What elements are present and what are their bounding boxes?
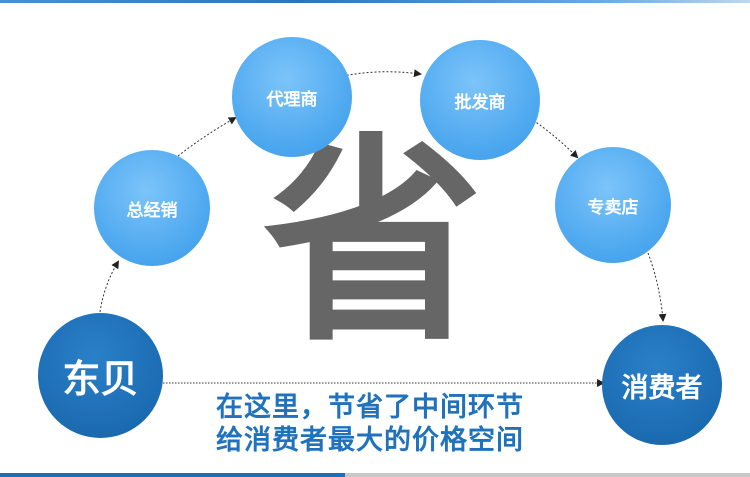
arrow-store-to-consumer [647,252,667,322]
bottom-border [0,473,750,477]
node-origin: 东贝 [38,313,163,438]
arrow-wholesaler-to-store [529,117,579,159]
save-character: 省 [262,115,483,371]
node-wholesaler: 批发商 [420,40,540,160]
slogan-line-2: 给消费者最大的价格空间 [216,425,524,456]
top-border [0,0,750,3]
arrow-origin-to-distributor [99,260,120,313]
node-agent: 代理商 [232,37,352,157]
slogan-line-1: 在这里，节省了中间环节 [216,392,524,423]
node-consumer: 消费者 [602,325,722,445]
node-store: 专卖店 [555,147,671,263]
node-general-distributor: 总经销 [94,150,210,266]
arrow-distributor-to-agent [177,117,237,157]
